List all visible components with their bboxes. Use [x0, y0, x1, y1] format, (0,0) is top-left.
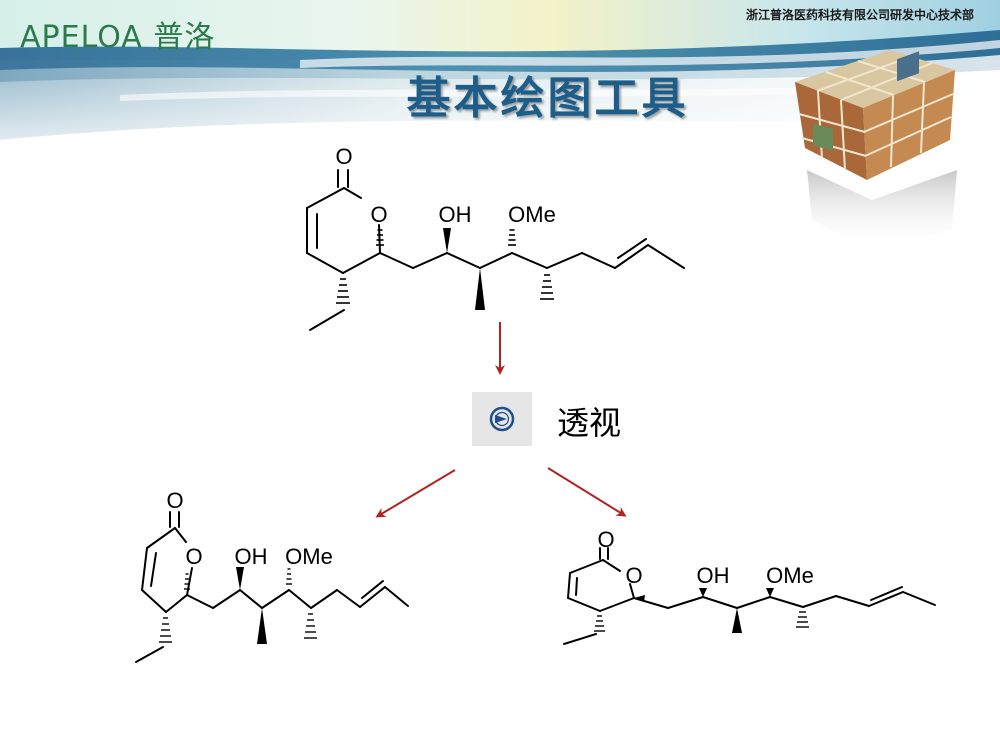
- group-methoxy: OMe: [285, 544, 333, 569]
- perspective-tool-icon: [489, 406, 515, 432]
- logo-cjk: 普洛: [153, 20, 216, 55]
- atom-carbonyl-oxygen: O: [335, 144, 352, 169]
- perspective-tool-button[interactable]: [472, 392, 532, 446]
- group-hydroxyl: OH: [439, 202, 472, 227]
- cube-reflection-decoration: [807, 170, 957, 250]
- atom-ring-oxygen: O: [185, 544, 202, 569]
- atom-carbonyl-oxygen: O: [166, 488, 183, 513]
- group-methoxy: OMe: [766, 563, 814, 588]
- atom-ring-oxygen: O: [625, 563, 642, 588]
- group-methoxy: OMe: [508, 202, 556, 227]
- atom-carbonyl-oxygen: O: [597, 527, 614, 552]
- slide-title: 基本绘图工具: [406, 73, 689, 124]
- company-name: 浙江普洛医药科技有限公司研发中心技术部: [745, 8, 974, 22]
- logo-latin: APELOA: [20, 20, 143, 55]
- group-hydroxyl: OH: [235, 544, 268, 569]
- group-hydroxyl: OH: [697, 563, 730, 588]
- molecule-original: O O OH OMe: [306, 144, 685, 331]
- photo-cube-decoration: [795, 50, 955, 180]
- tool-label: 透视: [557, 404, 622, 442]
- molecule-perspective-left: O O OH OMe: [135, 488, 409, 663]
- atom-ring-oxygen: O: [370, 202, 387, 227]
- apeloa-logo: APELOA 普洛: [20, 12, 215, 56]
- arrow-right: [547, 467, 627, 517]
- molecule-perspective-right: O O OH OMe: [563, 527, 936, 645]
